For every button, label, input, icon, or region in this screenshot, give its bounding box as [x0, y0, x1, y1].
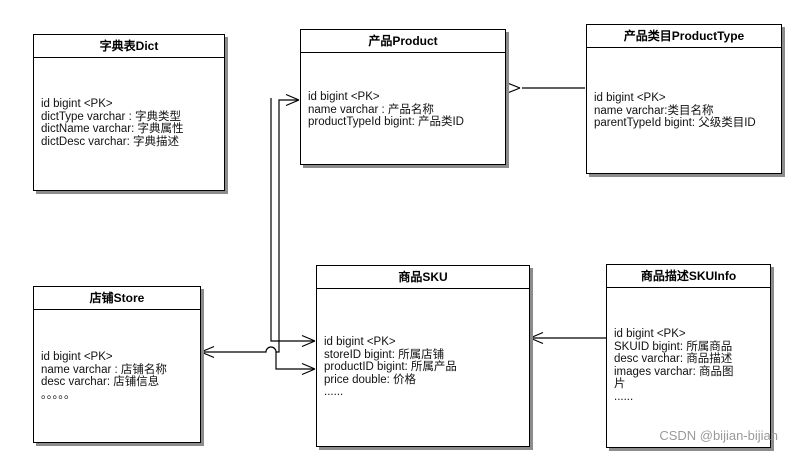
entity-sku-info-title: 商品描述SKUInfo [607, 265, 770, 288]
entity-sku-title: 商品SKU [317, 266, 529, 289]
attribute: id bigint <PK> [41, 98, 113, 110]
entity-product: 产品Product id bigint <PK> name varchar : … [300, 29, 506, 165]
attribute: desc varchar: 商品描述 [614, 353, 733, 365]
entity-store-attributes: id bigint <PK> name varchar : 店铺名称 desc … [41, 351, 196, 401]
arrowhead-at-product-from-store [285, 93, 300, 107]
entity-sku-attributes: id bigint <PK> storeID bigint: 所属店铺 prod… [324, 336, 525, 399]
entity-store-title: 店铺Store [34, 287, 200, 310]
attribute: id bigint <PK> [324, 336, 396, 348]
attribute: id bigint <PK> [308, 91, 380, 103]
attribute: productTypeId bigint: 产品类ID [308, 116, 464, 128]
attribute: price double: 价格 [324, 373, 417, 386]
arrowhead-at-store [200, 345, 215, 359]
entity-sku: 商品SKU id bigint <PK> storeID bigint: 所属店… [316, 265, 530, 447]
entity-sku-info-attributes: id bigint <PK> SKUID bigint: 所属商品 desc v… [614, 328, 744, 403]
entity-product-attributes: id bigint <PK> name varchar : 产品名称 produ… [308, 91, 501, 129]
attribute: 。。。。。 [41, 388, 76, 401]
attribute: name varchar : 产品名称 [308, 103, 434, 116]
connector-store-product [201, 99, 298, 353]
attribute: parentTypeId bigint: 父级类目ID [594, 117, 756, 129]
watermark: CSDN @bijian-bijian [659, 428, 778, 443]
attribute: id bigint <PK> [594, 92, 666, 104]
entity-product-type: 产品类目ProductType id bigint <PK> name varc… [586, 24, 782, 174]
entity-product-type-title: 产品类目ProductType [587, 25, 781, 48]
attribute: name varchar : 店铺名称 [41, 363, 167, 376]
connector-product-sku [270, 98, 314, 342]
entity-sku-info: 商品描述SKUInfo id bigint <PK> SKUID bigint:… [606, 264, 771, 448]
entity-product-title: 产品Product [301, 30, 505, 53]
entity-dict-attributes: id bigint <PK> dictType varchar : 字典类型 d… [41, 98, 220, 148]
entity-store: 店铺Store id bigint <PK> name varchar : 店铺… [33, 286, 201, 443]
attribute: dictDesc varchar: 字典描述 [41, 135, 180, 148]
attribute: ...... [614, 390, 634, 403]
attribute: dictName varchar: 字典属性 [41, 123, 184, 135]
entity-dict-title: 字典表Dict [34, 35, 224, 58]
arrowhead-at-sku-from-product [301, 334, 316, 348]
attribute: storeID bigint: 所属店铺 [324, 348, 445, 361]
attribute: id bigint <PK> [41, 351, 113, 363]
attribute: ...... [324, 386, 344, 398]
attribute: desc varchar: 店铺信息 [41, 376, 160, 388]
arrowhead-at-sku-from-skuinfo [529, 331, 544, 345]
attribute: SKUID bigint: 所属商品 [614, 340, 733, 353]
attribute: productID bigint: 所属产品 [324, 361, 457, 373]
arrowhead-at-sku-from-store [301, 362, 316, 376]
attribute: name varchar:类目名称 [594, 104, 714, 117]
attribute: images varchar: 商品图片 [614, 365, 734, 391]
attribute: dictType varchar : 字典类型 [41, 110, 181, 123]
arrowhead-at-product [505, 81, 521, 95]
entity-dict: 字典表Dict id bigint <PK> dictType varchar … [33, 34, 225, 191]
attribute: id bigint <PK> [614, 328, 686, 340]
entity-product-type-attributes: id bigint <PK> name varchar:类目名称 parentT… [594, 92, 777, 130]
connector-store-sku [275, 352, 314, 370]
